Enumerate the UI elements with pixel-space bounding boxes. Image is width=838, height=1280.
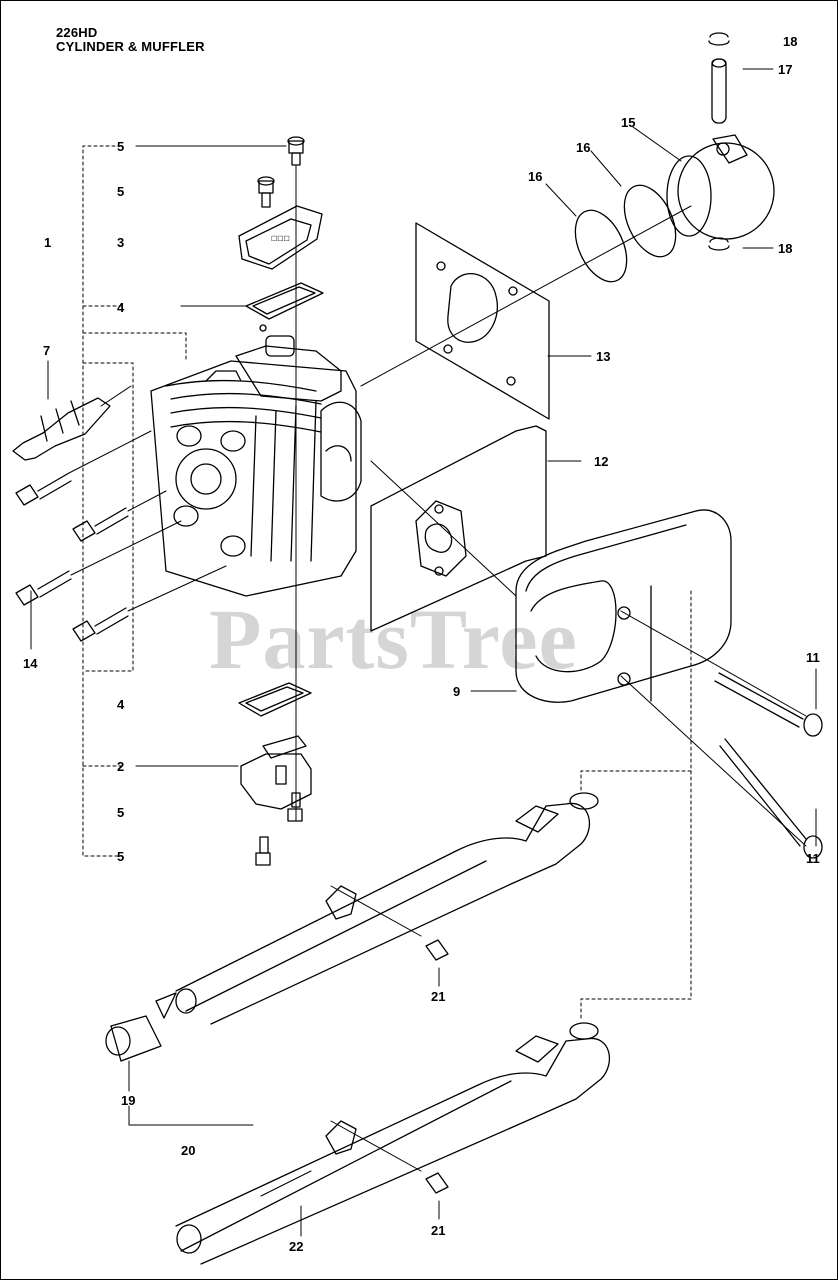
callout-4: 4 — [117, 300, 125, 315]
cylinder-bolts — [15, 430, 227, 642]
callout-15: 15 — [621, 115, 636, 130]
muffler-bolts — [620, 610, 823, 859]
leader-lines — [30, 68, 817, 1237]
piston-assembly — [360, 32, 775, 387]
screws-5 — [255, 136, 305, 866]
callout-13: 13 — [596, 349, 611, 364]
callout-5: 5 — [117, 805, 125, 820]
cylinder — [150, 335, 362, 597]
callout-20: 20 — [181, 1143, 196, 1158]
callout-16: 16 — [576, 140, 591, 155]
exhaust-tube-lower — [175, 1022, 610, 1265]
spark-plug — [12, 385, 132, 461]
model-number: 226HD — [56, 25, 98, 40]
cylinder-base-gasket — [415, 222, 550, 420]
lower-gasket — [238, 682, 312, 717]
callout-11: 11 — [806, 650, 820, 665]
callout-16: 16 — [528, 169, 543, 184]
callout-14: 14 — [23, 656, 38, 671]
callout-1: 1 — [44, 235, 52, 250]
tube-fitting — [105, 1015, 162, 1062]
cover: ☐☐☐ — [238, 205, 323, 270]
callout-5: 5 — [117, 139, 125, 154]
callout-11: 11 — [806, 851, 820, 866]
muffler-gasket — [370, 425, 547, 632]
callout-21: 21 — [431, 1223, 446, 1238]
callout-5: 5 — [117, 184, 125, 199]
section-title: CYLINDER & MUFFLER — [56, 39, 205, 54]
callout-17: 17 — [778, 62, 793, 77]
callout-3: 3 — [117, 235, 125, 250]
callout-19: 19 — [121, 1093, 136, 1108]
callout-18: 18 — [778, 241, 793, 256]
callout-22: 22 — [289, 1239, 304, 1254]
assembly-bracket-1 — [82, 145, 187, 857]
callout-7: 7 — [43, 343, 51, 358]
callout-2: 2 — [117, 759, 125, 774]
callout-21: 21 — [431, 989, 446, 1004]
svg-text:☐☐☐: ☐☐☐ — [271, 235, 290, 243]
exhaust-tube-upper — [155, 792, 599, 1025]
callout-4: 4 — [117, 697, 125, 712]
muffler — [370, 460, 732, 703]
intake-block — [240, 735, 312, 810]
callout-9: 9 — [453, 684, 461, 699]
muffler-tube-connectors — [580, 590, 692, 1022]
callout-12: 12 — [594, 454, 609, 469]
callout-5: 5 — [117, 849, 125, 864]
upper-gasket — [245, 282, 324, 332]
callout-18: 18 — [783, 34, 798, 49]
